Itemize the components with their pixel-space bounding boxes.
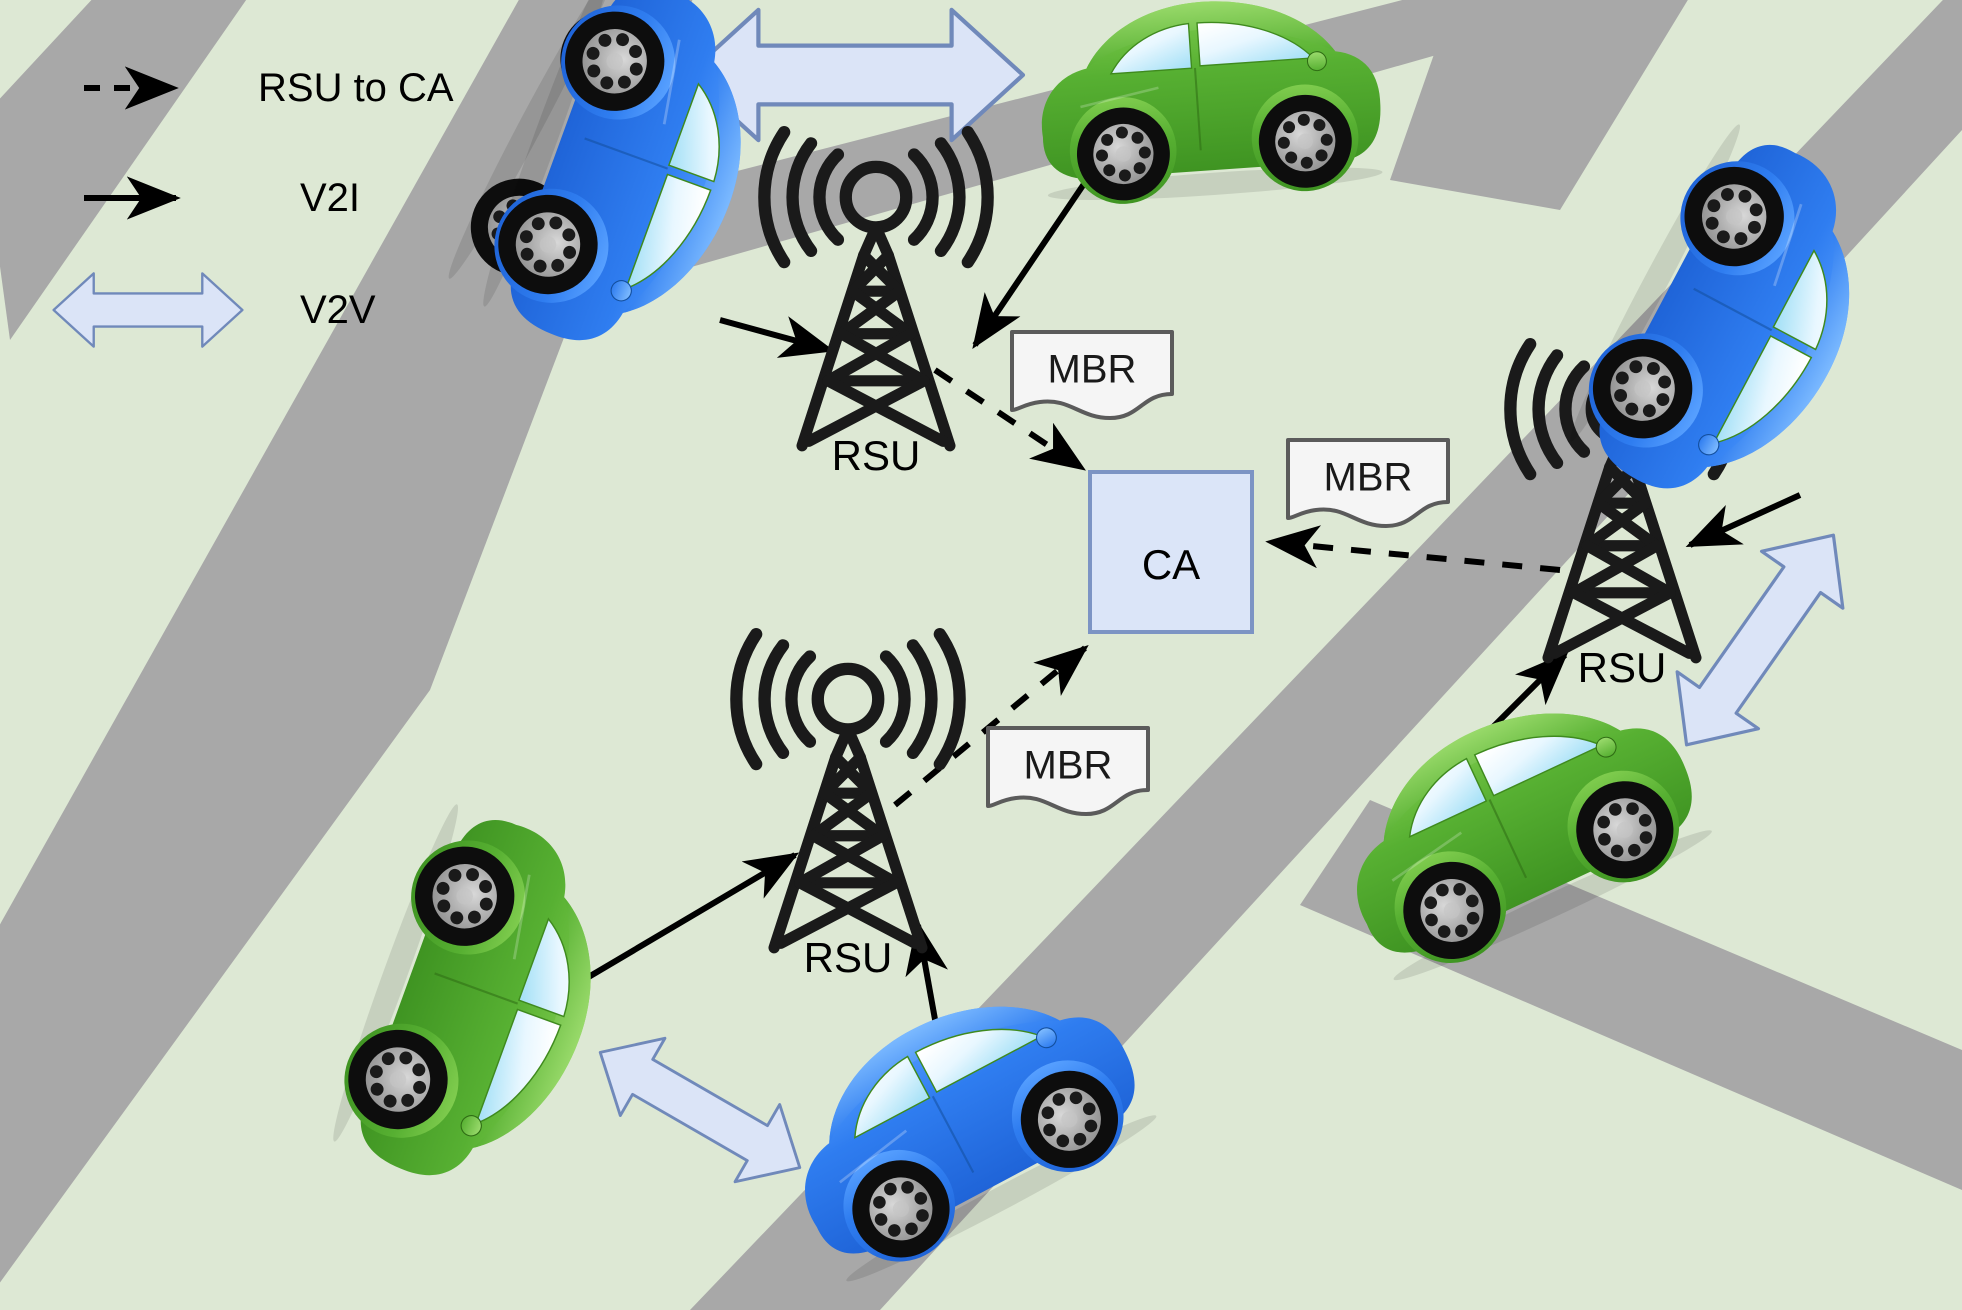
road-top-right-connector bbox=[1390, 0, 1688, 210]
mbr-document-2[interactable]: MBR bbox=[1286, 438, 1450, 528]
car-green-bottom-left[interactable] bbox=[319, 798, 640, 1211]
legend-row-rsu-to-ca: RSU to CA bbox=[84, 66, 454, 110]
legend-row-v2v: V2V bbox=[52, 272, 376, 348]
car-blue-bottom[interactable] bbox=[756, 946, 1166, 1294]
dash-rsu3-to-ca bbox=[1265, 525, 1561, 573]
mbr-label-2: MBR bbox=[1324, 456, 1413, 500]
legend-label-rsu-to-ca: RSU to CA bbox=[258, 66, 454, 110]
dash-rsu1-to-ca bbox=[933, 367, 1086, 471]
mbr-label-3: MBR bbox=[1024, 744, 1113, 788]
legend: RSU to CA V2I V2V bbox=[52, 66, 454, 348]
mbr-label-1: MBR bbox=[1048, 348, 1137, 392]
v2i-blue-topleft-to-rsu1 bbox=[719, 316, 835, 358]
car-blue-right[interactable] bbox=[1557, 116, 1913, 535]
rsu-tower-right[interactable]: RSU bbox=[1510, 344, 1733, 691]
car-green-right[interactable] bbox=[1312, 657, 1721, 993]
ca-label: CA bbox=[1142, 541, 1200, 588]
legend-label-v2v: V2V bbox=[300, 288, 376, 332]
road-far-left bbox=[0, 0, 247, 340]
v2i-green-top-to-rsu1 bbox=[972, 173, 1093, 349]
legend-label-v2i: V2I bbox=[300, 176, 360, 220]
road-left-diagonal bbox=[0, 0, 693, 1283]
rsu-tower-bottom-left[interactable]: RSU bbox=[736, 634, 959, 981]
v2i-green-bl-to-rsu2 bbox=[573, 852, 800, 988]
legend-row-v2i: V2I bbox=[84, 176, 360, 220]
rsu-label-bottom-left: RSU bbox=[804, 934, 893, 981]
mbr-document-3[interactable]: MBR bbox=[986, 726, 1150, 816]
road-right-diagonal bbox=[690, 0, 1962, 1310]
mbr-document-1[interactable]: MBR bbox=[1010, 330, 1174, 420]
rsu-label-top-left: RSU bbox=[832, 432, 921, 479]
v2i-blue-right-to-rsu3 bbox=[1685, 492, 1802, 548]
ca-box[interactable] bbox=[1088, 470, 1254, 634]
rsu-label-right: RSU bbox=[1578, 644, 1667, 691]
ca-node[interactable]: CA bbox=[1088, 470, 1254, 634]
car-green-top[interactable] bbox=[1034, 0, 1386, 209]
car-blue-top-left[interactable] bbox=[469, 0, 790, 376]
rsu-tower-top-left[interactable]: RSU bbox=[764, 132, 987, 479]
